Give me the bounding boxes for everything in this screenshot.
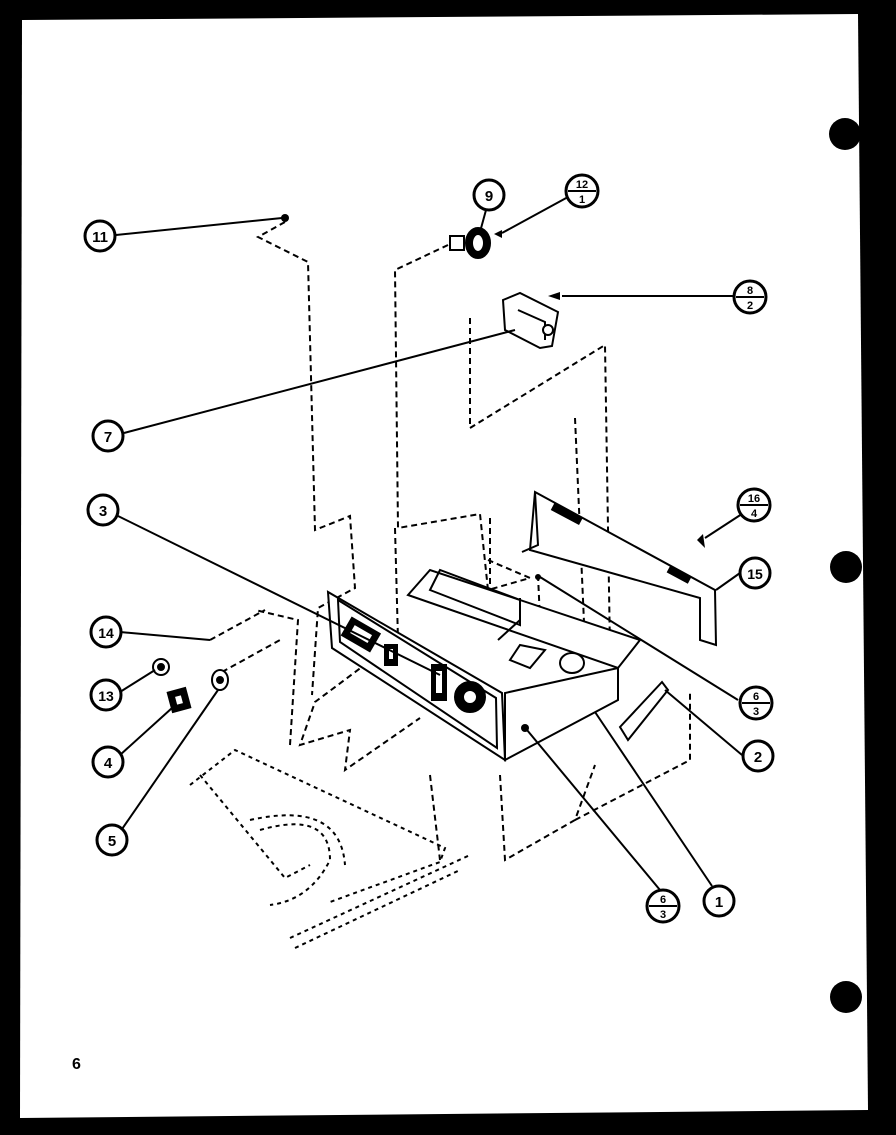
svg-text:6: 6 xyxy=(660,894,666,906)
svg-text:12: 12 xyxy=(576,179,588,191)
svg-text:7: 7 xyxy=(104,429,112,446)
svg-text:15: 15 xyxy=(747,566,763,582)
svg-text:14: 14 xyxy=(98,625,114,641)
callout-4: 4 xyxy=(91,745,125,779)
svg-text:3: 3 xyxy=(753,706,759,718)
part-7-timer xyxy=(501,291,560,350)
part-8-screw xyxy=(548,292,560,300)
svg-text:8: 8 xyxy=(747,285,753,297)
callout-2: 2 xyxy=(741,739,775,773)
callout-14: 14 xyxy=(89,615,123,649)
leader-lines xyxy=(115,196,749,891)
svg-text:1: 1 xyxy=(579,194,585,206)
cabinet-base xyxy=(189,748,471,949)
callout-13: 13 xyxy=(89,678,123,712)
svg-text:13: 13 xyxy=(98,688,114,704)
callout-9: 9 xyxy=(472,178,506,212)
callout-12-1: 12 1 xyxy=(564,173,600,209)
part-11-screw xyxy=(281,214,289,222)
callout-3: 3 xyxy=(86,493,120,527)
callout-5: 5 xyxy=(95,823,129,857)
svg-text:16: 16 xyxy=(748,493,760,505)
paper-sheet xyxy=(20,14,868,1118)
part-13-knob xyxy=(152,658,170,676)
svg-text:2: 2 xyxy=(754,749,762,766)
callout-6-3-right: 6 3 xyxy=(738,685,774,721)
svg-text:11: 11 xyxy=(92,229,108,246)
part-16-screw xyxy=(697,534,705,548)
svg-text:9: 9 xyxy=(485,188,493,205)
part-6-screw xyxy=(535,574,541,580)
svg-text:4: 4 xyxy=(751,508,758,520)
binder-hole xyxy=(830,551,862,583)
callout-11: 11 xyxy=(83,219,117,253)
callout-7: 7 xyxy=(91,419,125,453)
part-9-knob xyxy=(449,227,491,259)
svg-text:2: 2 xyxy=(747,300,753,312)
part-12-screw xyxy=(494,230,502,238)
svg-text:3: 3 xyxy=(660,909,666,921)
svg-text:5: 5 xyxy=(108,833,116,850)
callout-15: 15 xyxy=(738,556,772,590)
page-number: 6 xyxy=(72,1056,81,1073)
svg-text:1: 1 xyxy=(715,894,723,911)
binder-hole xyxy=(830,981,862,1013)
callout-1: 1 xyxy=(702,884,736,918)
binder-hole xyxy=(829,118,861,150)
svg-text:4: 4 xyxy=(104,755,113,772)
part-2-strip xyxy=(618,680,670,742)
callout-16-4: 16 4 xyxy=(736,487,772,523)
callout-8-2: 8 2 xyxy=(732,279,768,315)
callout-6-3-bottom: 6 3 xyxy=(645,888,681,924)
svg-text:6: 6 xyxy=(753,691,759,703)
part-5-washer xyxy=(211,669,229,691)
part-15-bracket xyxy=(521,490,718,647)
svg-text:3: 3 xyxy=(99,503,107,520)
part-4-switch xyxy=(166,686,192,714)
